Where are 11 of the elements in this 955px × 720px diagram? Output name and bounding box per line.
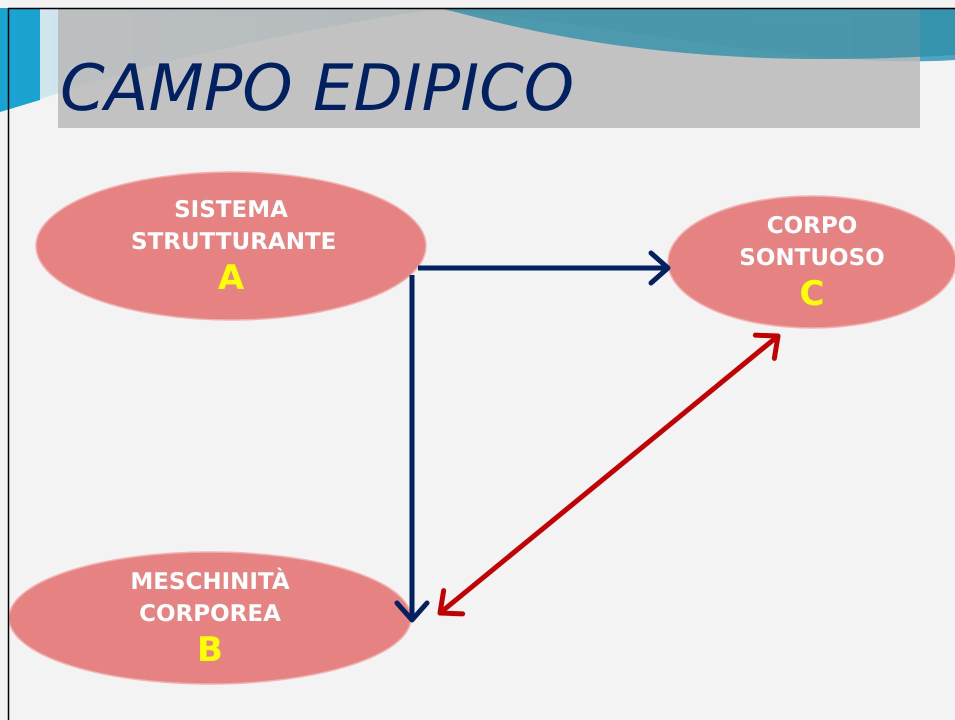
- ellipse-node: [35, 171, 427, 321]
- ellipse-node: [8, 551, 412, 685]
- arrow: [394, 275, 430, 622]
- node-letter: B: [197, 630, 223, 670]
- node-label: MESCHINITÀ CORPOREA: [129, 566, 291, 629]
- node-label: CORPO SONTUOSO: [738, 212, 886, 273]
- arrow: [418, 250, 670, 286]
- node-letter: A: [218, 258, 244, 298]
- slide-title: CAMPO EDIPICO: [60, 52, 574, 126]
- node-letter: C: [800, 274, 824, 314]
- arrow: [438, 332, 780, 616]
